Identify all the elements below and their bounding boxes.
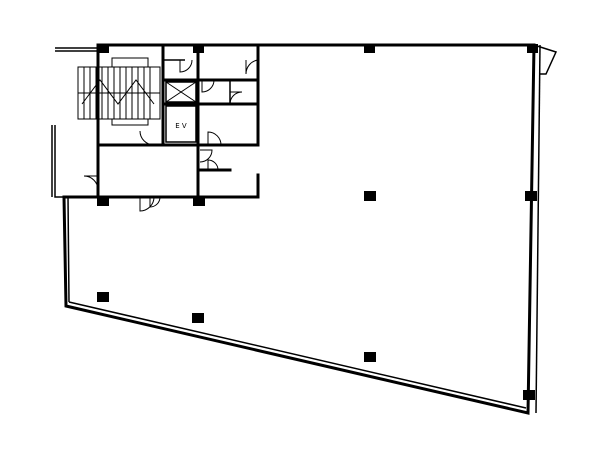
column: [364, 44, 375, 53]
column: [364, 352, 376, 362]
balcony-area: [51, 47, 98, 198]
column: [193, 196, 205, 206]
door-swings: [83, 59, 259, 212]
structural-columns: [97, 44, 538, 400]
column: [98, 44, 109, 53]
elevator-label: E V: [175, 122, 187, 130]
column: [97, 196, 109, 206]
column: [525, 191, 537, 201]
column: [97, 292, 109, 302]
exterior-walls: [62, 43, 558, 415]
column: [527, 44, 538, 53]
elevator-shaft: [165, 81, 197, 103]
column: [192, 313, 204, 323]
column: [193, 44, 204, 53]
staircase: [77, 57, 161, 126]
column: [364, 191, 376, 201]
column: [523, 390, 535, 400]
core-walls: [96, 43, 260, 199]
elevator: E V: [165, 105, 197, 143]
